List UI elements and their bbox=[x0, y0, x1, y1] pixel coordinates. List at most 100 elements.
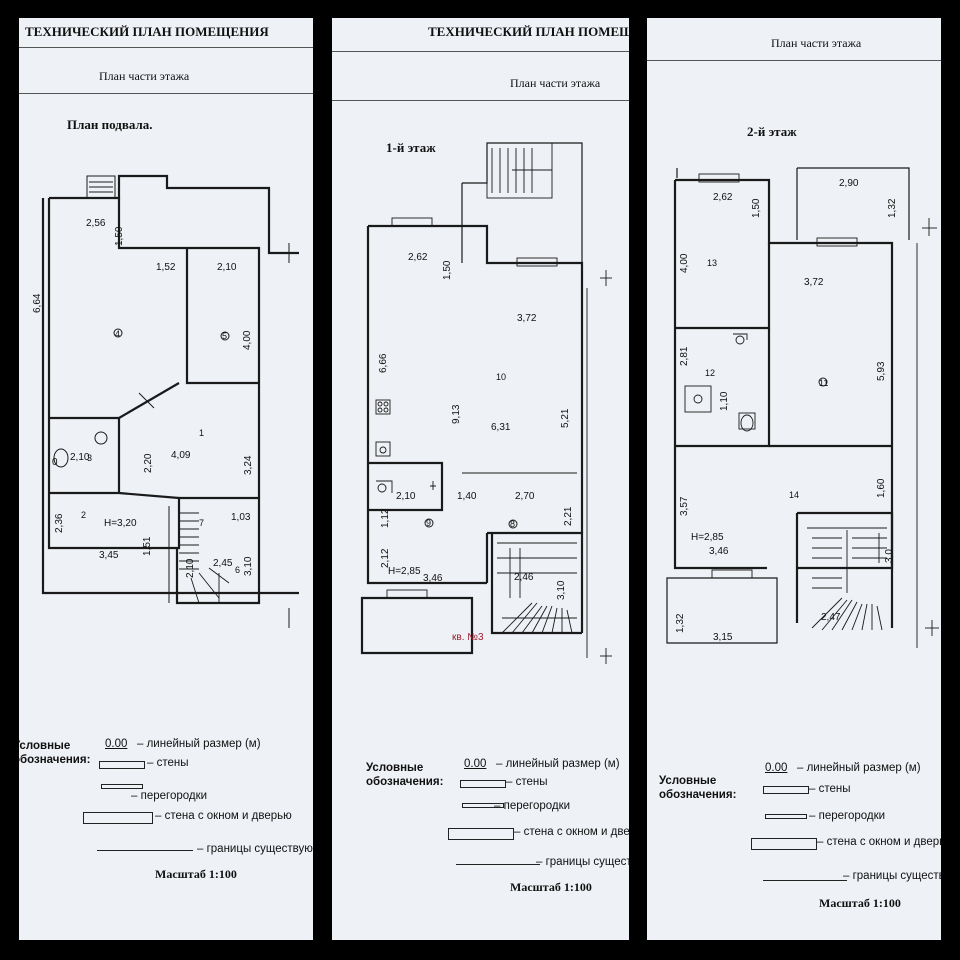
legend-window-text: – стена с окном и дверью bbox=[817, 836, 941, 848]
dim-label: 6,66 bbox=[378, 353, 389, 373]
room-number: 8 bbox=[510, 519, 515, 529]
dim-label: 4,09 bbox=[171, 450, 191, 461]
room-number: 13 bbox=[707, 258, 717, 268]
document-subheader: План части этажа bbox=[99, 69, 190, 83]
room-number: 9 bbox=[426, 518, 431, 528]
dim-label: 2,21 bbox=[563, 506, 574, 526]
room-number: 5 bbox=[222, 331, 227, 341]
dim-label: 1,60 bbox=[876, 478, 887, 498]
legend-bounds-text: – границы существ bbox=[536, 856, 629, 868]
dim-label: 1,52 bbox=[156, 262, 176, 273]
header-divider bbox=[332, 51, 629, 52]
dim-label: 1,50 bbox=[751, 198, 762, 218]
dim-label: 5,93 bbox=[876, 361, 887, 381]
dim-label: 6,64 bbox=[32, 293, 43, 313]
legend-walls-text: – стены bbox=[809, 783, 851, 795]
dim-label: 2,62 bbox=[713, 192, 733, 203]
dim-label: 3,10 bbox=[556, 580, 567, 600]
legend-bounds-text: – границы существующего по bbox=[197, 843, 313, 855]
legend-wall-sample bbox=[763, 786, 809, 794]
dim-label: 1,10 bbox=[719, 391, 730, 411]
legend-size-sample: 0.00 bbox=[464, 758, 487, 770]
room-number: 11 bbox=[819, 378, 828, 388]
room-number: 4 bbox=[115, 329, 120, 339]
second-floor-plan-panel: План части этажа 2-й этаж bbox=[647, 18, 941, 940]
dim-label: 1,40 bbox=[457, 491, 477, 502]
legend-size-sample: 0.00 bbox=[765, 762, 788, 774]
dim-label: 1,32 bbox=[887, 198, 898, 218]
legend-size-text: – линейный размер (м) bbox=[496, 758, 620, 770]
dim-label: 2,47 bbox=[821, 612, 841, 623]
room-number: 14 bbox=[789, 490, 799, 500]
dim-label: 2,10 bbox=[396, 491, 416, 502]
dim-label: 2,46 bbox=[514, 572, 534, 583]
legend-wall-sample bbox=[460, 780, 506, 788]
document-header: ТЕХНИЧЕСКИЙ ПЛАН ПОМЕЩЕНИЯ bbox=[25, 24, 269, 39]
document-subheader: План части этажа bbox=[771, 36, 862, 50]
dim-label: 2,20 bbox=[143, 453, 154, 473]
dim-label: 1,50 bbox=[114, 226, 125, 246]
legend-size-text: – линейный размер (м) bbox=[797, 762, 921, 774]
plan-title: План подвала. bbox=[67, 117, 153, 132]
subheader-divider bbox=[19, 93, 313, 94]
dim-label: 2,62 bbox=[408, 252, 428, 263]
subheader-divider bbox=[332, 100, 629, 101]
legend-partition-sample bbox=[101, 784, 143, 789]
dim-label: 1,03 bbox=[231, 512, 251, 523]
dim-label: 9,13 bbox=[451, 404, 462, 424]
subheader-divider bbox=[647, 60, 941, 61]
dim-label: 2,81 bbox=[679, 346, 690, 366]
dim-label: 3,72 bbox=[804, 277, 824, 288]
first-floor-plan: 2,62 1,50 3,72 6,66 9,13 6,31 5,21 2,10 … bbox=[360, 142, 612, 664]
legend-partitions-text: – перегородки bbox=[494, 800, 571, 812]
dim-label: 3,45 bbox=[99, 550, 119, 561]
dim-label: 2,70 bbox=[515, 491, 535, 502]
dim-label: 1,51 bbox=[142, 536, 153, 556]
room-number: 3 bbox=[87, 453, 92, 463]
legend-window-sample bbox=[83, 812, 153, 824]
dim-label: 2,10 bbox=[70, 452, 90, 463]
dim-label: 1,12 bbox=[380, 508, 391, 528]
dim-label: 6,31 bbox=[491, 422, 511, 433]
apartment-number: кв. №3 bbox=[452, 632, 484, 643]
dim-label: 3,46 bbox=[423, 573, 443, 584]
legend-partitions-text: – перегородки bbox=[131, 790, 208, 802]
dim-label: 2,10 bbox=[217, 262, 237, 273]
dim-label: Н=2,85 bbox=[691, 532, 724, 543]
scale-label: Масштаб 1:100 bbox=[510, 880, 592, 894]
scale-label: Масштаб 1:100 bbox=[155, 867, 237, 881]
scale-label: Масштаб 1:100 bbox=[819, 896, 901, 910]
legend-partition-sample bbox=[462, 803, 504, 808]
legend-walls-text: – стены bbox=[506, 776, 548, 788]
plan-title: 2-й этаж bbox=[747, 124, 797, 139]
legend-window-text: – стена с окном и дверью bbox=[514, 826, 629, 838]
room-number: 2 bbox=[81, 510, 86, 520]
legend-window-sample bbox=[448, 828, 514, 840]
header-divider bbox=[19, 47, 313, 48]
dim-label: 1,50 bbox=[442, 260, 453, 280]
dim-label: 3,72 bbox=[517, 313, 537, 324]
legend-bounds-sample bbox=[97, 850, 193, 851]
dim-label: 1,32 bbox=[675, 613, 686, 633]
basement-plan-panel: ТЕХНИЧЕСКИЙ ПЛАН ПОМЕЩЕНИЯ План части эт… bbox=[19, 18, 313, 940]
dim-label: 3,46 bbox=[709, 546, 729, 557]
basement-floor-plan: 2,56 1,50 1,52 2,10 6,64 4,00 2,20 4,09 … bbox=[32, 174, 299, 628]
legend-wall-sample bbox=[99, 761, 145, 769]
legend-window-text: – стена с окном и дверью bbox=[155, 810, 292, 822]
room-number: 10 bbox=[496, 372, 506, 382]
dim-label: 2,12 bbox=[380, 548, 391, 568]
room-number: 7 bbox=[199, 518, 204, 528]
dim-label: 2,56 bbox=[86, 218, 106, 229]
legend-partitions-text: – перегородки bbox=[809, 810, 886, 822]
legend-size-text: – линейный размер (м) bbox=[137, 738, 261, 750]
dim-label: 2,36 bbox=[54, 513, 65, 533]
dim-label: 3,57 bbox=[679, 496, 690, 516]
dim-label: 3,0 bbox=[884, 549, 895, 563]
second-floor-plan: 2,62 1,50 2,90 1,32 4,00 3,72 2,81 1,10 … bbox=[666, 167, 939, 648]
dim-label: 3,15 bbox=[713, 632, 733, 643]
legend-partition-sample bbox=[765, 814, 807, 819]
plan-title: 1-й этаж bbox=[386, 140, 436, 155]
room-number: 6 bbox=[235, 565, 240, 575]
